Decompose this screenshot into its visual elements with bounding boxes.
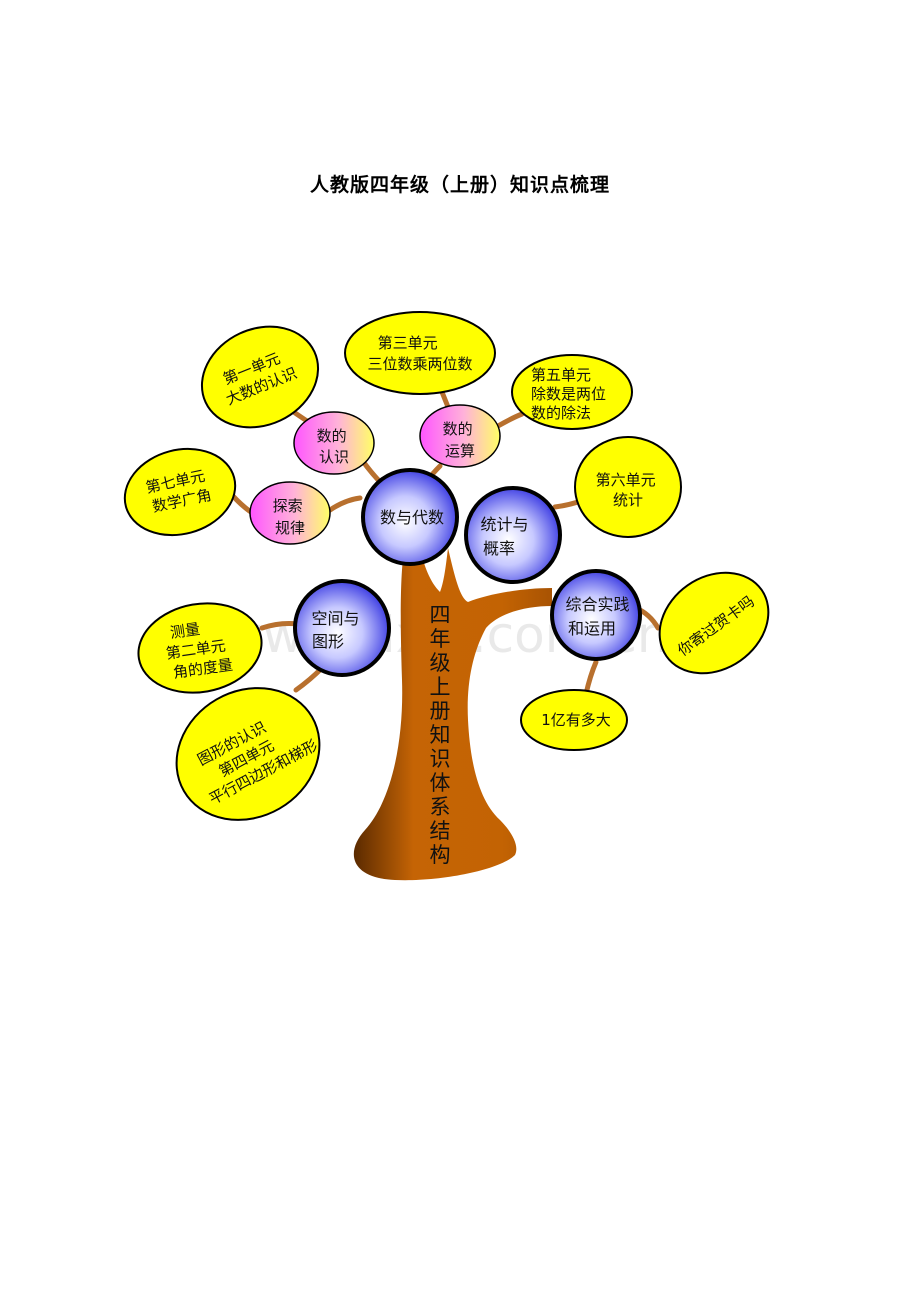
leaf-unit2 bbox=[137, 602, 263, 694]
unit2-line1: 测量 bbox=[169, 620, 201, 642]
branch-unit5 bbox=[495, 411, 525, 429]
leaf-unit1 bbox=[200, 325, 320, 429]
trunk-label-char: 系 bbox=[430, 795, 451, 819]
svg-text:统计与 概率: 统计与 概率 bbox=[480, 515, 533, 558]
leaf-card bbox=[658, 571, 770, 675]
trunk-label-char: 构 bbox=[430, 843, 451, 867]
domain-practice-line2: 和运用 bbox=[568, 619, 616, 638]
leaf-billion bbox=[520, 689, 628, 751]
svg-text:空间与 图形: 空间与 图形 bbox=[311, 609, 364, 651]
domain-statistics bbox=[464, 486, 562, 584]
domain-number-algebra-label: 数与代数 bbox=[380, 508, 444, 527]
domain-geometry-line1: 空间与 bbox=[311, 609, 359, 628]
labels: 第一单元 大数的认识 第三单元 三位数乘两位数 第五单元 除数是两位 数的除法 … bbox=[144, 334, 758, 808]
domain-number-algebra bbox=[361, 468, 459, 566]
svg-text:数的 运算: 数的 运算 bbox=[443, 420, 478, 460]
sub-number-recognition-line2: 认识 bbox=[319, 448, 349, 466]
sub-number-recognition bbox=[293, 411, 375, 475]
branch-patterns bbox=[327, 495, 363, 513]
branch-unit4 bbox=[293, 665, 325, 693]
domain-statistics-line2: 概率 bbox=[483, 539, 515, 558]
sub-ovals bbox=[249, 404, 501, 545]
unit6-line1: 第六单元 bbox=[596, 471, 656, 489]
unit5-line1: 第五单元 bbox=[531, 366, 591, 384]
unit6-line2: 统计 bbox=[613, 491, 643, 509]
trunk-label-char: 年 bbox=[430, 627, 451, 651]
leaf-unit7 bbox=[123, 447, 237, 537]
domain-geometry bbox=[293, 579, 391, 677]
unit-ovals bbox=[123, 311, 770, 821]
sub-patterns bbox=[249, 481, 331, 545]
trunk-label-char: 体 bbox=[430, 771, 451, 795]
sub-patterns-line2: 规律 bbox=[275, 519, 305, 537]
svg-text:综合实践 和运用: 综合实践 和运用 bbox=[565, 595, 634, 638]
tree-trunk bbox=[353, 545, 552, 881]
leaf-unit6 bbox=[574, 436, 682, 538]
trunk-label-char: 册 bbox=[430, 699, 451, 723]
branch-billion bbox=[583, 659, 599, 697]
sub-number-operations bbox=[419, 404, 501, 468]
sub-number-operations-line1: 数的 bbox=[443, 420, 473, 438]
trunk-label-char: 结 bbox=[430, 819, 451, 843]
unit5-line3: 数的除法 bbox=[531, 404, 591, 422]
sub-number-recognition-line1: 数的 bbox=[317, 427, 347, 445]
unit3-line2: 三位数乘两位数 bbox=[367, 355, 472, 373]
page-title: 人教版四年级（上册）知识点梳理 bbox=[309, 174, 610, 196]
domain-statistics-line1: 统计与 bbox=[480, 515, 528, 534]
domain-practice bbox=[550, 569, 642, 661]
sub-patterns-line1: 探索 bbox=[273, 497, 303, 515]
svg-text:测量 第二单元 角的度量: 测量 第二单元 角的度量 bbox=[162, 616, 234, 682]
sub-number-operations-line2: 运算 bbox=[445, 442, 475, 460]
trunk-label-char: 上 bbox=[430, 675, 451, 699]
trunk-label-char: 四 bbox=[430, 603, 451, 627]
leaf-unit5 bbox=[511, 354, 633, 430]
leaf-unit4 bbox=[175, 687, 321, 821]
svg-text:第三单元 三位数乘两位数: 第三单元 三位数乘两位数 bbox=[367, 334, 472, 373]
svg-text:探索 规律: 探索 规律 bbox=[273, 497, 308, 537]
leaf-unit3 bbox=[344, 311, 496, 395]
trunk-label-char: 级 bbox=[430, 651, 451, 675]
svg-text:数的 认识: 数的 认识 bbox=[317, 427, 352, 466]
svg-text:第五单元 除数是两位 数的除法: 第五单元 除数是两位 数的除法 bbox=[531, 366, 611, 422]
trunk-label-char: 知 bbox=[430, 723, 451, 747]
billion-label: 1亿有多大 bbox=[541, 711, 611, 729]
svg-text:第六单元 统计: 第六单元 统计 bbox=[596, 471, 661, 509]
trunk-label-char: 识 bbox=[430, 747, 451, 771]
domain-practice-line1: 综合实践 bbox=[565, 595, 629, 614]
domain-geometry-line2: 图形 bbox=[312, 632, 344, 651]
unit5-line2: 除数是两位 bbox=[531, 385, 606, 403]
unit3-line1: 第三单元 bbox=[378, 334, 438, 352]
domain-circles bbox=[293, 468, 642, 677]
